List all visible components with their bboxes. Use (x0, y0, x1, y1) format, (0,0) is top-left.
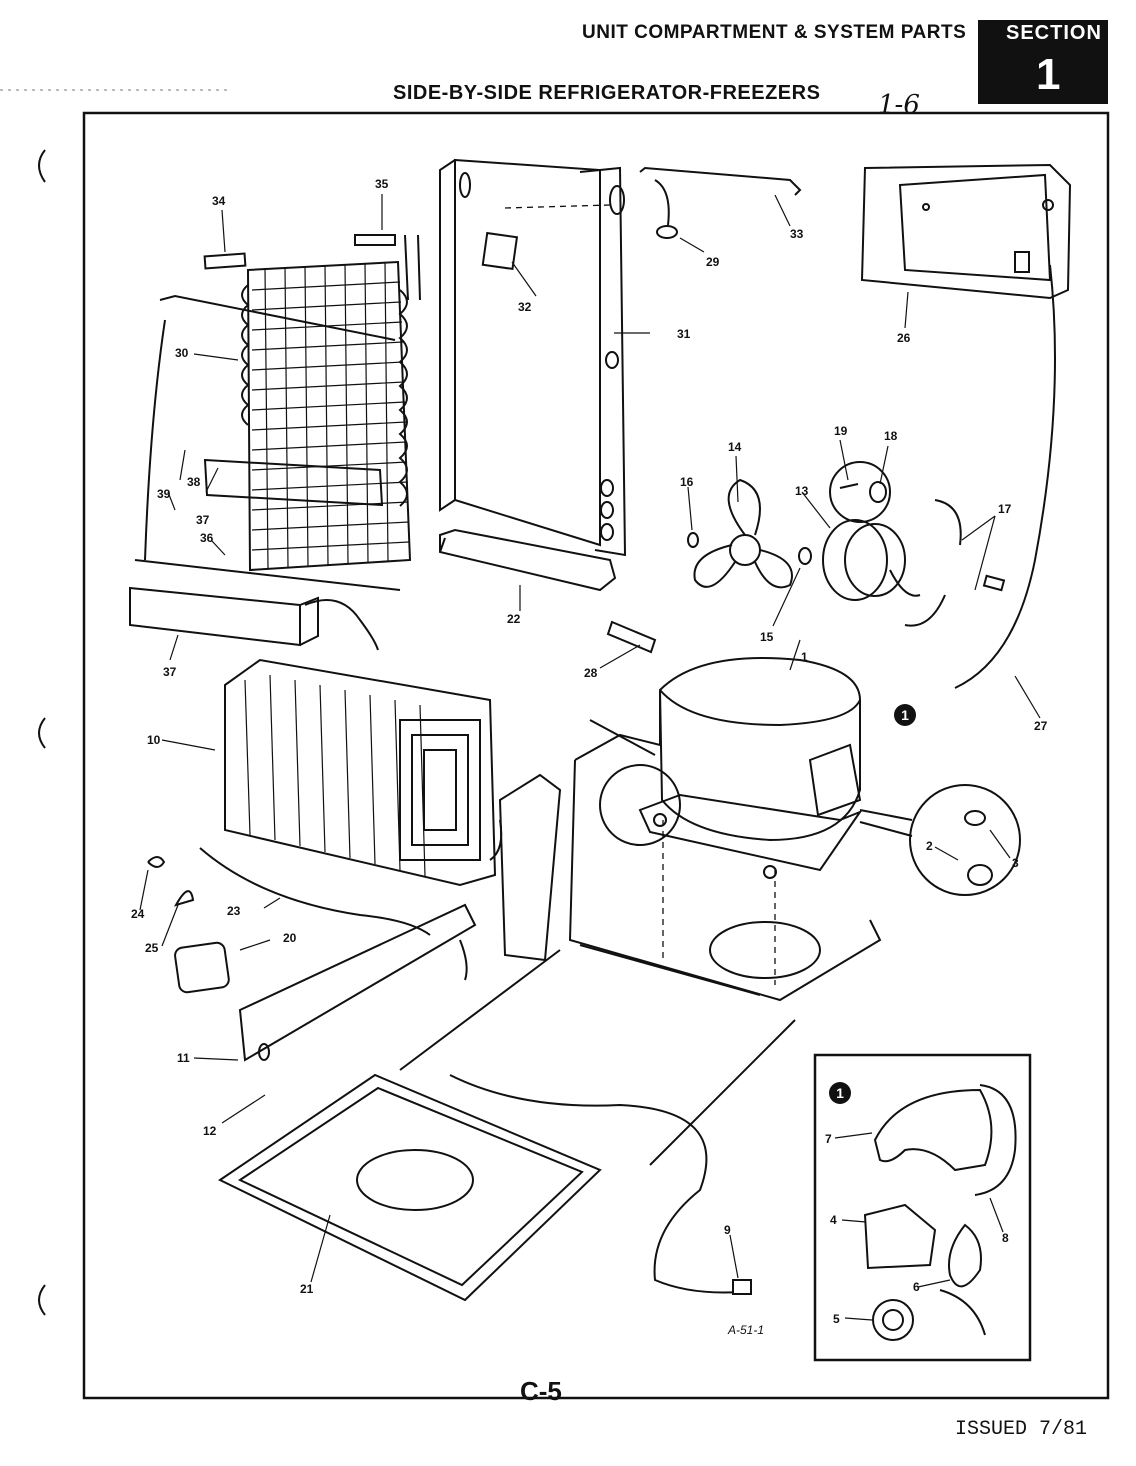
section-badge: SECTION 1 (978, 20, 1108, 104)
part-label: 35 (375, 177, 389, 191)
part-label: 7 (825, 1132, 832, 1146)
part-label: 30 (175, 346, 189, 360)
fan-motor-drawing (822, 461, 1006, 627)
control-panel-drawing (860, 163, 1072, 300)
part-label: 14 (728, 440, 742, 454)
part-label: 23 (227, 904, 241, 918)
binder-hole-mark (38, 1284, 46, 1316)
binder-hole-mark (38, 149, 46, 183)
part-label: 25 (145, 941, 159, 955)
part-label: 26 (897, 331, 911, 345)
part-label: 20 (283, 931, 297, 945)
base-frame-drawing (498, 690, 882, 1002)
tube-drawing (954, 264, 1056, 689)
heater-rod-drawing (399, 949, 796, 1166)
part-label: 1 (801, 650, 808, 664)
part-label: 13 (795, 484, 809, 498)
part-label: 8 (1002, 1231, 1009, 1245)
condenser-coil-drawing (134, 234, 421, 591)
page-subtitle: SIDE-BY-SIDE REFRIGERATOR-FREEZERS (393, 82, 821, 104)
part-label: 22 (507, 612, 521, 626)
drier-drawing (606, 620, 657, 654)
part-label: 32 (518, 300, 532, 314)
part-label: 5 (833, 1312, 840, 1326)
shroud-panel-drawing (439, 158, 627, 557)
part-label: 11 (177, 1051, 190, 1065)
part-label: 33 (790, 227, 804, 241)
part-label: 21 (300, 1282, 314, 1296)
part-label: 37 (163, 665, 177, 679)
binder-hole-mark (38, 717, 46, 749)
part-label: 4 (830, 1213, 837, 1227)
part-label: 10 (147, 733, 161, 747)
part-label: 39 (157, 487, 171, 501)
part-label: 17 (998, 502, 1012, 516)
page-header-title: UNIT COMPARTMENT & SYSTEM PARTS (582, 22, 967, 43)
part-label: 9 (724, 1223, 731, 1237)
part-label: 16 (680, 475, 694, 489)
part-label: 18 (884, 429, 898, 443)
part-label: 31 (677, 327, 691, 341)
part-label: 28 (584, 666, 598, 680)
drain-pan-drawing (218, 1073, 602, 1302)
part-label: 2 (926, 839, 933, 853)
page-code: C-5 (520, 1376, 562, 1406)
coil-block-drawing (224, 658, 503, 887)
part-label: 38 (187, 475, 201, 489)
mounting-bar-drawing (238, 903, 477, 1062)
part-label: 6 (913, 1280, 920, 1294)
clamp-drawing (173, 890, 195, 907)
drain-trough-drawing (439, 528, 617, 592)
rod-drawing (639, 166, 802, 196)
part-label: 27 (1034, 719, 1048, 733)
relay-drawing (174, 941, 230, 994)
drain-tube-drawing (199, 847, 431, 936)
handwritten-note: 1-6 (878, 90, 920, 120)
part-label: 29 (706, 255, 720, 269)
inset-callout-marker-label: 1 (836, 1085, 844, 1101)
callout-marker (894, 704, 916, 726)
grommet-inset-drawing (859, 784, 1021, 896)
callout-marker-label: 1 (901, 707, 909, 723)
fan-blade-drawing (687, 478, 812, 589)
section-label: SECTION (1006, 22, 1102, 44)
compressor-drawing (638, 657, 863, 879)
diagram-frame (82, 111, 1110, 1400)
part-label: 3 (1012, 856, 1019, 870)
part-label: 12 (203, 1124, 217, 1138)
drawing-code: A-51-1 (727, 1323, 764, 1337)
clip-drawing (147, 856, 166, 868)
part-label: 19 (834, 424, 848, 438)
leader-lines (139, 194, 1041, 1321)
part-label: 34 (212, 194, 226, 208)
issue-date: ISSUED 7/81 (955, 1418, 1088, 1441)
inset-callout-marker (829, 1082, 851, 1104)
part-label: 15 (760, 630, 774, 644)
part-label: 24 (131, 907, 145, 921)
bracket-drawing (129, 586, 319, 647)
part-label: 36 (200, 531, 214, 545)
part-label: 37 (196, 513, 210, 527)
section-number: 1 (1036, 50, 1061, 99)
